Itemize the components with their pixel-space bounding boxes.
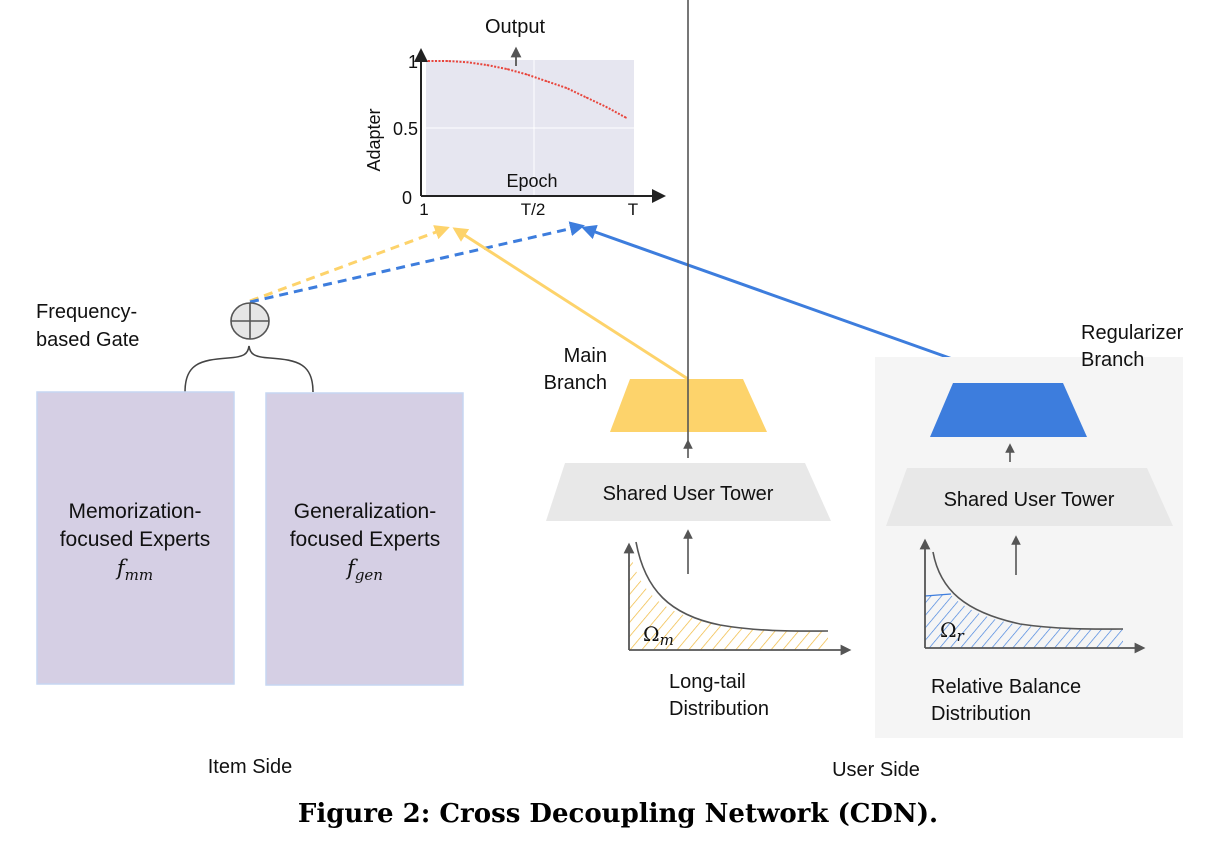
main-shared-user-tower-label: Shared User Tower xyxy=(603,483,774,505)
main-branch-label-line2: Branch xyxy=(544,372,607,394)
adapter-point xyxy=(427,60,429,62)
memorization-experts-box: Memorization- focused Experts fmm xyxy=(36,391,235,685)
generalization-line1: Generalization- xyxy=(294,500,436,523)
regularizer-branch-trapezoid xyxy=(930,383,1087,437)
plot-title-output: Output xyxy=(485,16,545,38)
f-gen-symbol: fgen xyxy=(345,556,383,584)
f-mm-symbol: fmm xyxy=(115,556,153,584)
y-axis-arrowhead xyxy=(414,48,428,62)
gate-label-line2: based Gate xyxy=(36,329,139,351)
y-tick-0: 0 xyxy=(402,188,412,208)
adapter-point xyxy=(466,61,469,64)
figure-caption: Figure 2: Cross Decoupling Network (CDN)… xyxy=(298,799,938,829)
gate-to-output-dashed-yellow xyxy=(249,225,450,303)
adapter-point xyxy=(605,106,607,108)
long-tail-distribution-plot: Ωm xyxy=(623,541,852,656)
main-shared-user-tower xyxy=(546,463,831,521)
adapter-point xyxy=(565,87,568,89)
gate-label-line1: Frequency- xyxy=(36,301,137,323)
relative-balance-label-line1: Relative Balance xyxy=(931,676,1081,698)
y-tick-1: 1 xyxy=(408,52,418,72)
circle-plus-icon xyxy=(230,302,270,340)
omega-m-symbol: Ωm xyxy=(643,622,674,649)
item-side: Frequency- based Gate Memorization- focu… xyxy=(36,301,464,778)
relative-balance-label-line2: Distribution xyxy=(931,703,1031,725)
x-axis-label: Epoch xyxy=(506,171,557,191)
regularizer-shared-user-tower xyxy=(886,468,1173,526)
adapter-point xyxy=(546,80,548,83)
adapter-point xyxy=(447,60,449,62)
adapter-point xyxy=(625,116,627,119)
adapter-curve-adapter xyxy=(428,60,627,119)
adapter-point xyxy=(585,96,588,99)
relative-balance-hatch-area xyxy=(925,594,1123,648)
adapter-point xyxy=(486,64,489,66)
regularizer-branch-label-line1: Regularizer xyxy=(1081,322,1184,344)
relative-balance-cap-line xyxy=(924,593,952,597)
item-side-label: Item Side xyxy=(208,756,292,778)
regularizer-branch-to-output-arrow xyxy=(581,224,1004,379)
generalization-line2: focused Experts xyxy=(290,528,441,551)
connectors xyxy=(249,221,1004,381)
user-side-label: User Side xyxy=(832,759,920,781)
regularizer-branch-label-line2: Branch xyxy=(1081,349,1144,371)
memorization-line1: Memorization- xyxy=(68,500,201,523)
relative-balance-curve xyxy=(932,551,1124,630)
long-tail-label-line2: Distribution xyxy=(669,698,769,720)
adapter-point xyxy=(526,73,528,76)
adapter-plot: Output Adapter Epoch 0 0.5 1 1 T/2 T xyxy=(364,16,666,219)
y-axis-label: Adapter xyxy=(364,108,384,171)
main-branch-to-output-arrow xyxy=(452,227,689,381)
x-tick-T: T xyxy=(628,200,638,219)
relative-balance-distribution-plot: Ωr xyxy=(919,538,1146,654)
y-tick-0.5: 0.5 xyxy=(393,119,418,139)
long-tail-hatch-area xyxy=(629,548,828,650)
gate-to-output-dashed-blue xyxy=(249,221,585,304)
regularizer-shared-user-tower-label: Shared User Tower xyxy=(944,489,1115,511)
curly-brace-icon xyxy=(184,345,314,393)
omega-r-symbol: Ωr xyxy=(940,618,965,645)
memorization-line2: focused Experts xyxy=(60,528,211,551)
main-branch-label-line1: Main xyxy=(564,345,607,367)
x-tick-1: 1 xyxy=(419,200,428,219)
regularizer-branch: Regularizer Branch Shared User Tower Ωr … xyxy=(875,322,1184,738)
x-tick-half: T/2 xyxy=(521,200,546,219)
x-axis-arrowhead xyxy=(652,189,666,203)
long-tail-label-line1: Long-tail xyxy=(669,671,746,693)
adapter-point xyxy=(506,68,509,70)
main-branch: Main Branch Shared User Tower Ωm Long-ta… xyxy=(544,0,852,720)
generalization-experts-box: Generalization- focused Experts fgen xyxy=(265,392,464,686)
long-tail-curve xyxy=(635,541,829,632)
